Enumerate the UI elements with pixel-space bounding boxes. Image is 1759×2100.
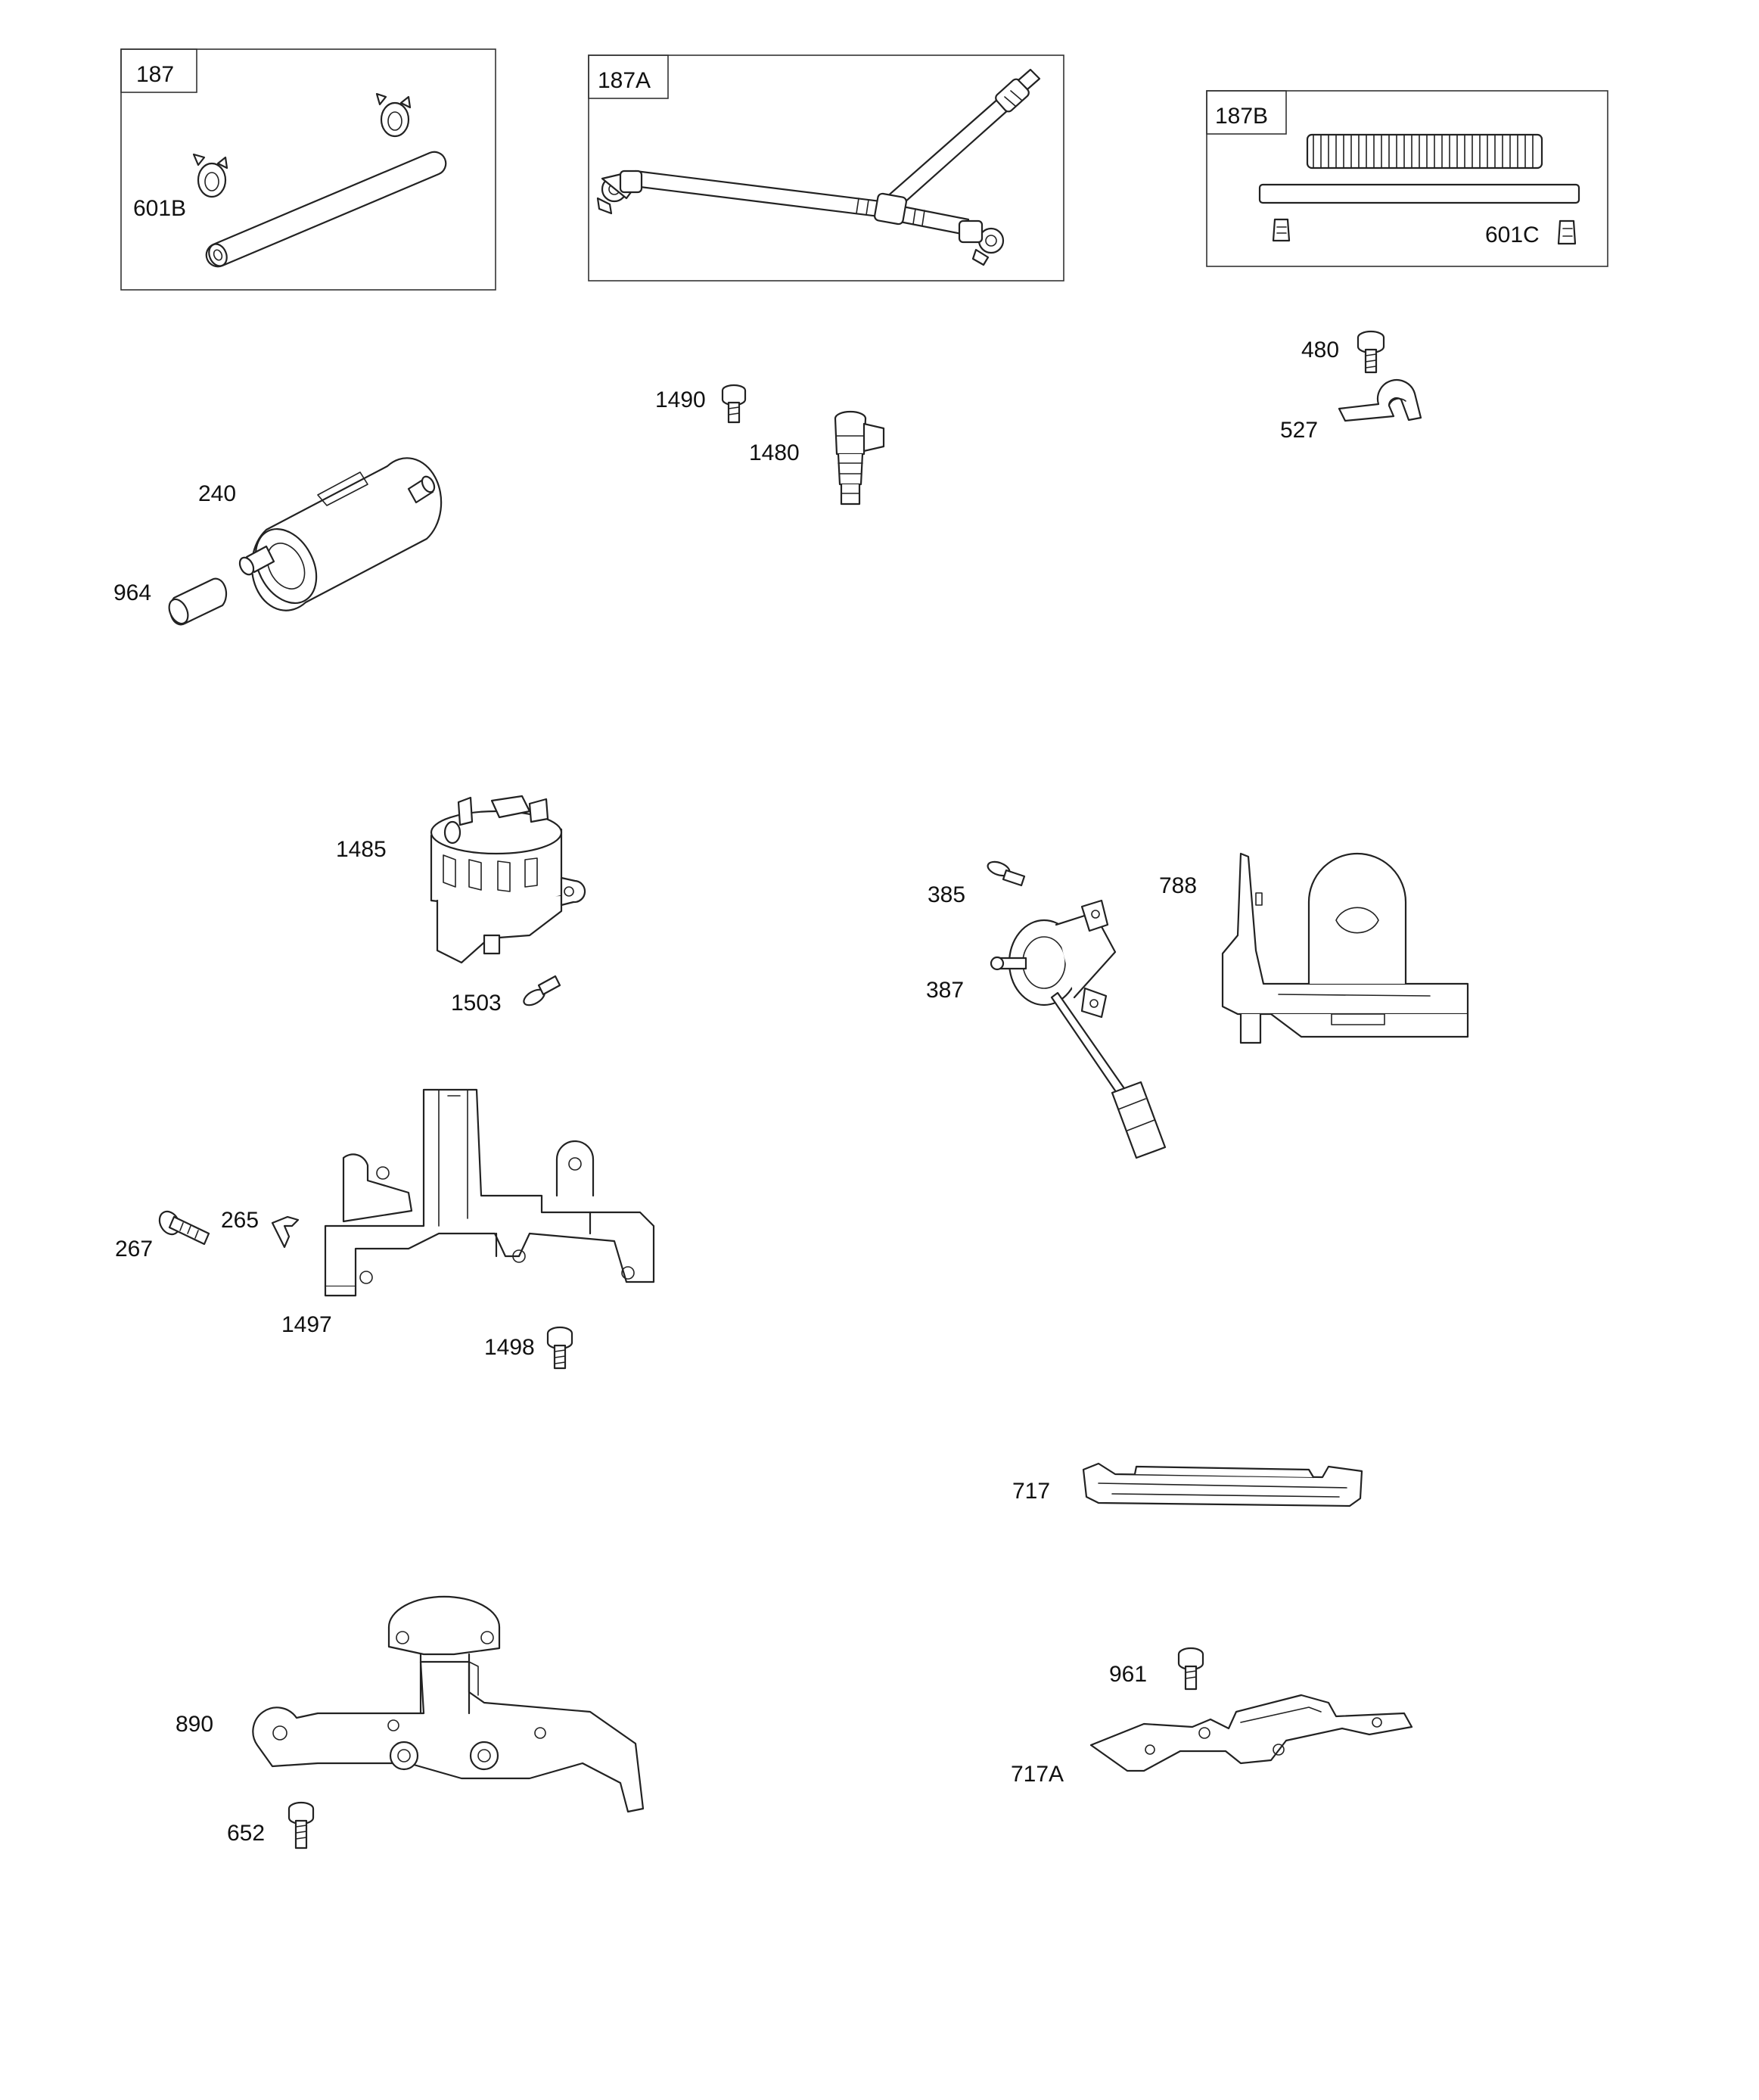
kit-187a-label: 187A — [598, 68, 651, 93]
bracket-717a-part — [1089, 1694, 1413, 1772]
part-1497-label: 1497 — [281, 1312, 332, 1337]
part-717a-label: 717A — [1011, 1762, 1064, 1787]
fuel-line-assembly-part — [596, 68, 1041, 266]
fuel-pump-module-1485-part — [430, 795, 586, 964]
sensor-387-part — [990, 899, 1167, 1159]
screw-1498-part — [546, 1326, 573, 1370]
part-1480-label: 1480 — [749, 440, 800, 465]
part-240-label: 240 — [198, 481, 236, 506]
fuel-hose-b-part — [1258, 183, 1580, 204]
part-387-label: 387 — [926, 978, 964, 1003]
part-1485-label: 1485 — [336, 837, 387, 862]
fuel-filter-240-part — [238, 457, 443, 611]
hose-964-part — [168, 577, 228, 626]
spring-sleeve-part — [1306, 133, 1543, 170]
part-788-label: 788 — [1159, 873, 1197, 898]
kit-187b-box: 187B 601C — [1206, 90, 1608, 267]
hose-clip-601c-part — [1557, 219, 1577, 245]
hose-clamp-601b-part — [192, 153, 228, 198]
hose-clip-left-part — [1272, 218, 1291, 242]
part-890-label: 890 — [176, 1712, 213, 1737]
part-267-label: 267 — [115, 1237, 153, 1262]
screw-385-part — [987, 860, 1026, 887]
part-1503-label: 1503 — [451, 991, 502, 1016]
bracket-788-part — [1221, 852, 1469, 1044]
screw-480-part — [1357, 330, 1385, 374]
part-1490-label: 1490 — [655, 387, 706, 412]
clamp-527-part — [1338, 378, 1422, 422]
part-385-label: 385 — [928, 882, 965, 907]
part-964-label: 964 — [113, 580, 151, 605]
bracket-890-part — [252, 1595, 645, 1813]
screw-961-part — [1177, 1647, 1204, 1691]
part-652-label: 652 — [227, 1821, 265, 1846]
screw-1503-part — [523, 975, 561, 1006]
part-717-label: 717 — [1012, 1479, 1050, 1504]
kit-187-box: 187 601B — [120, 48, 496, 291]
part-527-label: 527 — [1280, 418, 1318, 443]
fuel-hose-part — [205, 151, 447, 268]
fuel-injector-1480-part — [834, 410, 885, 506]
bracket-717-part — [1082, 1462, 1363, 1507]
hose-clamp-upper-part — [375, 92, 412, 138]
bolt-267-part — [158, 1210, 210, 1246]
part-265-label: 265 — [221, 1208, 259, 1233]
kit-187-label: 187 — [136, 62, 174, 87]
screw-652-part — [287, 1801, 315, 1850]
kit-187a-box: 187A — [588, 54, 1064, 282]
clip-265-part — [271, 1215, 300, 1249]
part-961-label: 961 — [1109, 1662, 1147, 1687]
kit-187b-label: 187B — [1215, 104, 1268, 129]
screw-1490-part — [721, 384, 747, 424]
bracket-1497-part — [324, 1088, 655, 1297]
part-1498-label: 1498 — [484, 1335, 535, 1360]
part-601c-label: 601C — [1485, 222, 1540, 247]
part-480-label: 480 — [1301, 338, 1339, 362]
part-601b-label: 601B — [133, 196, 186, 221]
